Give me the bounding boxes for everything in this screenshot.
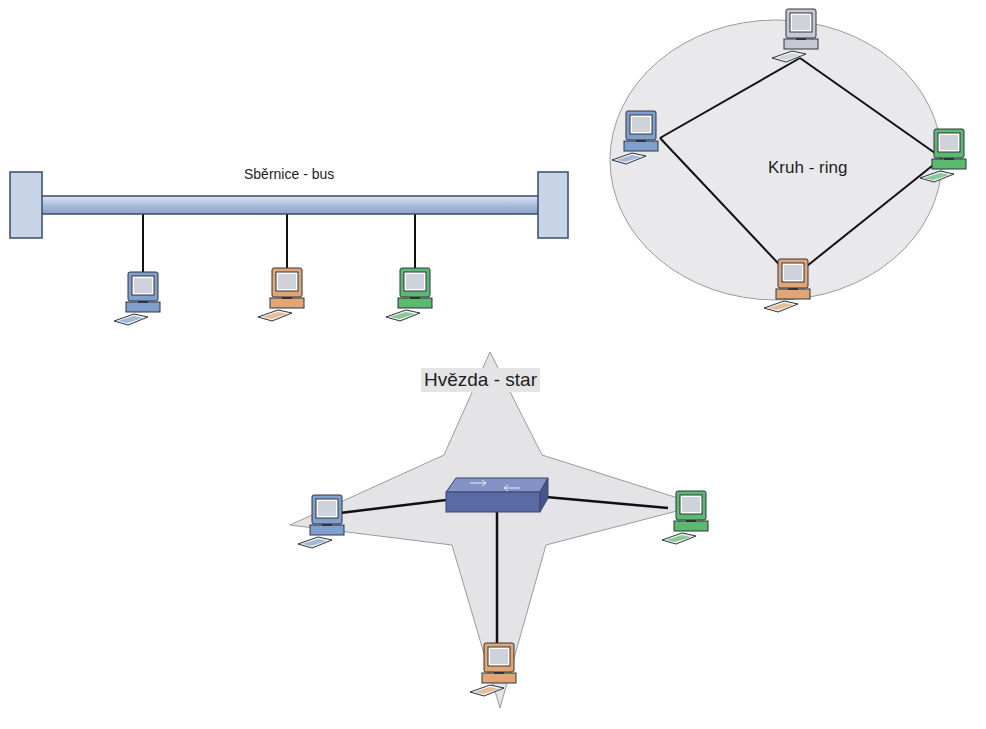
bus-cable bbox=[40, 196, 540, 214]
ring-link bbox=[660, 58, 800, 138]
bus-terminator bbox=[538, 172, 568, 238]
ring-topology bbox=[610, 9, 966, 312]
computer-icon bbox=[298, 495, 344, 548]
computer-icon bbox=[470, 643, 516, 696]
bus-topology bbox=[10, 172, 568, 325]
star-topology bbox=[290, 352, 708, 708]
ring-node: Kruh - ring bbox=[610, 20, 942, 300]
ring-area bbox=[610, 20, 942, 300]
bus-drop-line bbox=[414, 214, 416, 268]
computer-icon bbox=[662, 491, 708, 544]
bus-node: Sběrnice - bus bbox=[10, 160, 568, 240]
ring-link bbox=[800, 58, 942, 158]
star-link bbox=[546, 497, 668, 508]
computer-icon bbox=[764, 259, 810, 312]
star-node: Hvězda - star bbox=[290, 352, 700, 708]
bus-terminator bbox=[10, 172, 42, 238]
bus-drop-line bbox=[286, 214, 288, 268]
computer-icon bbox=[258, 268, 304, 321]
computer-icon bbox=[386, 268, 432, 321]
topology-label: Sběrnice - bus bbox=[241, 165, 337, 183]
computer-icon bbox=[920, 129, 966, 182]
computer-icon bbox=[612, 111, 658, 164]
computer-icon bbox=[114, 272, 160, 325]
topology-label: Kruh - ring bbox=[765, 157, 850, 179]
switch-icon bbox=[446, 478, 548, 512]
star-area bbox=[290, 352, 700, 708]
star-link bbox=[340, 500, 446, 513]
computer-icon bbox=[772, 9, 818, 62]
bus-drop-line bbox=[142, 214, 144, 272]
star-link bbox=[496, 512, 499, 648]
topology-label: Hvězda - star bbox=[421, 368, 540, 392]
